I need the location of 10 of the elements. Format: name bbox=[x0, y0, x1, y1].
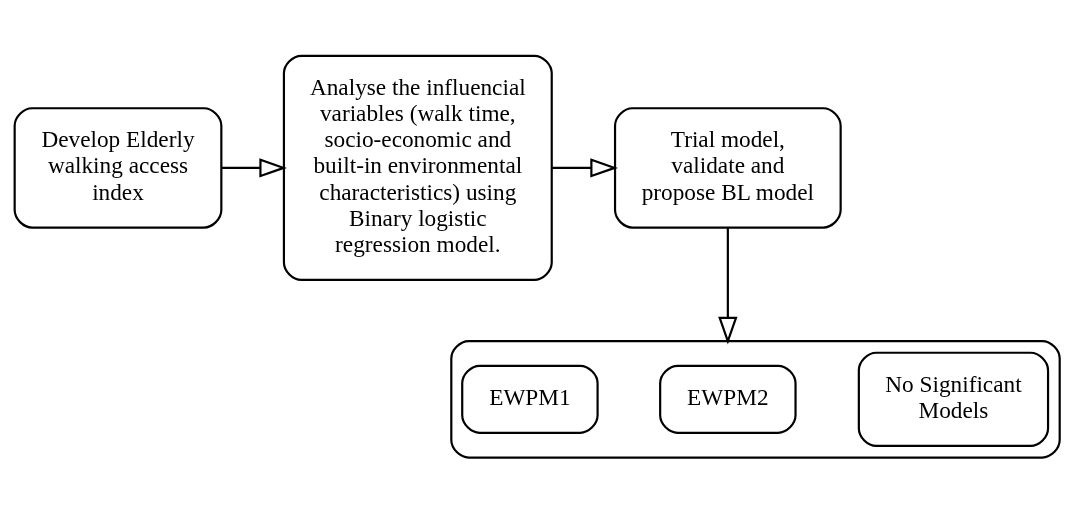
node-box: EWPM1 bbox=[461, 364, 599, 434]
node-box: Develop Elderly walking access index bbox=[13, 106, 223, 229]
node-box: No Significant Models bbox=[857, 351, 1050, 447]
cluster bbox=[450, 339, 1061, 459]
node-box: Analyse the influencial variables (walk time, socio-economic and built-in environmental characteristics) using Binary logistic regression model. bbox=[282, 54, 553, 281]
arrow bbox=[718, 227, 738, 344]
arrow bbox=[221, 157, 288, 178]
node-box: EWPM2 bbox=[659, 364, 797, 434]
node-box: Trial model, validate and propose BL model bbox=[613, 106, 842, 229]
arrow bbox=[552, 157, 618, 178]
